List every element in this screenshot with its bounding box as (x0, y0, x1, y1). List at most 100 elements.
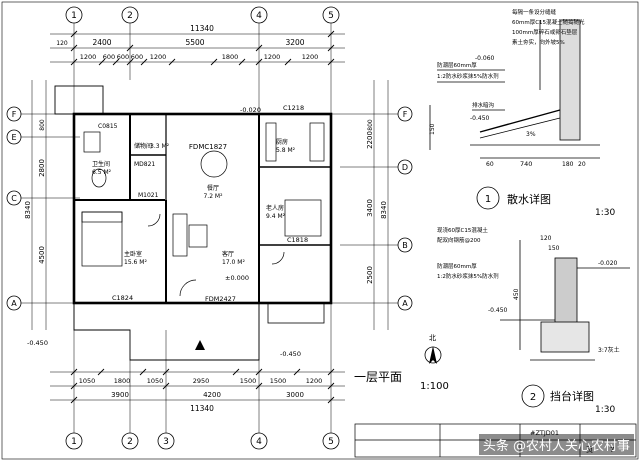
axis-label-C-left: C (11, 194, 17, 203)
d2-note-1: 配双向钢筋@200 (437, 236, 481, 244)
dim-left-c: 4500 (38, 246, 46, 264)
dim-bottom2-3: 3000 (286, 391, 304, 399)
d1-note-5: 1:2防水砂浆抹5%防水剂 (437, 72, 499, 80)
exterior-wall (72, 112, 333, 305)
d2-title: 挡台详图 (550, 389, 594, 403)
tag-md821: MD821 (134, 161, 155, 168)
tag-m1021: M1021 (138, 192, 159, 199)
room-name-master: 主卧室 (124, 250, 142, 258)
dim-bottom-4: 2950 (193, 377, 210, 385)
detail-1-drawing (429, 19, 600, 210)
tag-c0815: C0815 (98, 123, 118, 130)
dim-top-1: 2400 (92, 38, 111, 47)
north-label: 北 (429, 334, 436, 342)
tag-fdmc1827: FDMC1827 (189, 143, 227, 151)
dim-top2-5: 1200 (150, 53, 167, 61)
elder-bed (284, 199, 322, 237)
plan-scale: 1:100 (420, 381, 449, 392)
room-name-kitchen: 厨房 (276, 138, 288, 146)
tag-fdm2427: FDM2427 (205, 295, 236, 303)
axis-label-D-right: D (402, 163, 408, 172)
axis-label-5-top: 5 (328, 11, 334, 21)
dim-left-total: 8340 (24, 201, 32, 219)
axis-label-F-right: F (403, 110, 408, 119)
d2-dim-450: 450 (513, 288, 520, 300)
room-name-dining: 餐厅 (207, 184, 219, 192)
d1-note-6: 排水暗沟 (472, 101, 495, 109)
titleblock-sheet: 7 (610, 446, 614, 454)
dim-right-d: 2500 (366, 266, 374, 284)
d2-scale: 1:30 (595, 405, 615, 415)
floor-plan (6, 6, 442, 450)
dim-top2-1: 1200 (80, 53, 97, 61)
room-area-master: 15.6 M² (124, 259, 147, 266)
tag-c1818: C1818 (287, 236, 308, 244)
dim-top-side: 120 (56, 40, 68, 47)
d2-number: 2 (530, 392, 536, 403)
watermark: 头条 @农村人关心农村事 (478, 434, 634, 455)
d1-dim-740: 740 (520, 160, 532, 168)
dim-bottom-5: 1500 (240, 377, 257, 385)
dim-right-total: 8340 (380, 201, 388, 219)
room-area-kitchen: 5.8 M² (276, 147, 296, 154)
room-name-storage: 储物间 (134, 142, 152, 150)
coffee-table (188, 224, 208, 248)
dim-bottom2-1: 3900 (111, 391, 129, 399)
level-porch: -0.450 (280, 350, 301, 358)
dim-top-2: 5500 (185, 38, 204, 47)
d1-note-3: 素土夯实，向外坡5% (512, 38, 565, 46)
toilet (91, 168, 107, 188)
axis-label-5-bottom: 5 (328, 437, 334, 447)
basin (83, 131, 101, 153)
level-left: -0.450 (27, 339, 48, 347)
dim-bottom-3: 1050 (147, 377, 164, 385)
dim-bottom2-2: 4200 (203, 391, 221, 399)
room-area-dining: 7.2 M² (203, 193, 223, 200)
d1-number: 1 (485, 194, 491, 205)
d1-level-0: -0.060 (475, 55, 495, 62)
axis-label-A-right: A (402, 299, 408, 308)
d2-dim-150: 150 (548, 245, 560, 252)
d1-note-2: 100mm厚碎石或卵石垫层 (512, 28, 578, 36)
dim-top2-3: 600 (117, 53, 129, 61)
axis-label-2-top: 2 (127, 11, 133, 21)
axis-label-F-left: F (12, 110, 17, 119)
axis-label-1-bottom: 1 (71, 437, 77, 447)
dim-top2-2: 600 (103, 53, 115, 61)
d1-note-4: 防潮层60mm厚 (437, 61, 477, 69)
level-living: ±0.000 (225, 274, 249, 282)
dim-bottom-6: 1500 (270, 377, 287, 385)
d2-note-2: 防潮层60mm厚 (437, 262, 477, 270)
d1-dim-180: 180 (562, 161, 574, 168)
room-name-elder: 老人房 (266, 204, 284, 212)
titleblock-code: #ZTJD01 (530, 429, 559, 437)
axis-label-E-left: E (11, 133, 16, 142)
dim-left-a: 800 (39, 119, 46, 131)
dim-right-b: 2200 (366, 131, 374, 149)
kitchen-counter (265, 122, 277, 162)
room-area-elder: 9.4 M² (266, 213, 286, 220)
dim-bottom-2: 1800 (114, 377, 131, 385)
door-swing (147, 213, 161, 227)
plan-title: 一层平面 (354, 370, 402, 384)
water-tank (54, 85, 104, 115)
dim-top-3: 3200 (285, 38, 304, 47)
dim-bottom-1: 1050 (79, 377, 96, 385)
dim-top2-4: 600 (131, 53, 143, 61)
d1-dim-150: 150 (429, 123, 436, 135)
dim-left-b: 2800 (38, 159, 46, 177)
d2-dim-120: 120 (540, 235, 552, 242)
tag-c1218: C1218 (283, 104, 304, 112)
dim-right-c: 3400 (366, 199, 374, 217)
axis-label-1-top: 1 (71, 11, 77, 21)
axis-label-4-top: 4 (256, 11, 262, 21)
bed (81, 211, 123, 267)
room-area-living: 17.0 M² (222, 259, 245, 266)
room-area-bath: 6.5 M² (92, 169, 112, 176)
room-name-living: 客厅 (222, 250, 234, 258)
level-top: -0.020 (240, 106, 261, 114)
dim-bottom-7: 1200 (306, 377, 323, 385)
d2-ratio: 3:7灰土 (598, 346, 620, 354)
